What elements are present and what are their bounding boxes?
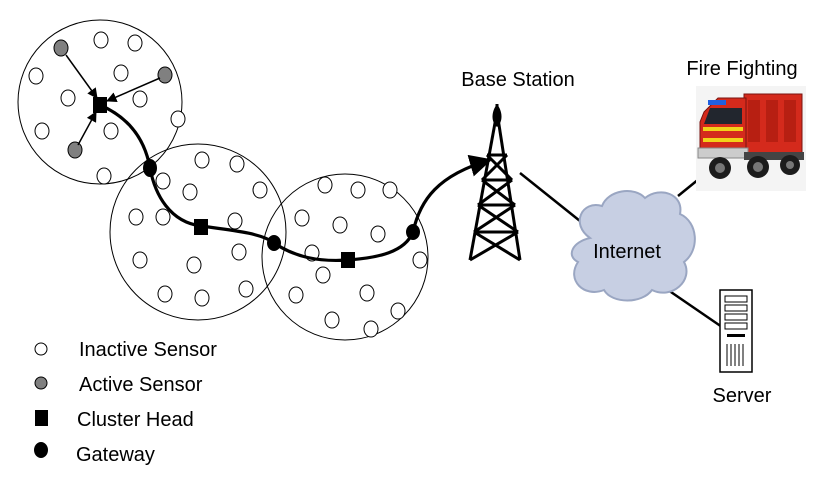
cluster-range-2 bbox=[109, 143, 287, 321]
inactive-sensor bbox=[132, 90, 148, 108]
inactive-sensor bbox=[350, 181, 366, 199]
cluster-head bbox=[93, 97, 107, 113]
inactive-sensor bbox=[96, 167, 112, 185]
inactive-sensor bbox=[315, 266, 331, 284]
inactive-sensor bbox=[252, 181, 268, 199]
legend-cluster-head-label: Cluster Head bbox=[77, 409, 194, 431]
inactive-sensor bbox=[229, 155, 245, 173]
inactive-sensor bbox=[294, 209, 310, 227]
legend-inactive-label: Inactive Sensor bbox=[79, 339, 217, 361]
inactive-sensor bbox=[60, 89, 76, 107]
legend-inactive-symbol bbox=[34, 342, 48, 356]
active-sensor bbox=[67, 141, 83, 159]
inactive-sensor bbox=[132, 251, 148, 269]
inactive-sensor bbox=[324, 311, 340, 329]
inactive-sensor bbox=[103, 122, 119, 140]
internet-label: Internet bbox=[593, 241, 661, 263]
active-links bbox=[65, 54, 161, 146]
fire-fighting-label: Fire Fighting bbox=[686, 58, 797, 80]
fire-truck-icon bbox=[696, 86, 806, 191]
inactive-sensor bbox=[382, 181, 398, 199]
inactive-sensor bbox=[359, 284, 375, 302]
gateway-node bbox=[267, 235, 281, 251]
cluster-range-3 bbox=[261, 173, 429, 341]
inactive-sensor bbox=[93, 31, 109, 49]
gateway-node bbox=[143, 159, 157, 177]
sensor-nodes bbox=[28, 31, 428, 338]
active-sensor bbox=[53, 39, 69, 57]
server-label: Server bbox=[713, 385, 772, 407]
inactive-sensor bbox=[231, 243, 247, 261]
base-station-label: Base Station bbox=[461, 69, 574, 91]
legend: Inactive Sensor Active Sensor Cluster He… bbox=[34, 339, 217, 466]
cloud-icon bbox=[570, 190, 696, 302]
antenna-icon bbox=[492, 104, 502, 127]
inactive-sensor bbox=[370, 225, 386, 243]
inactive-sensor bbox=[227, 212, 243, 230]
link-tower-internet bbox=[519, 172, 586, 226]
inactive-sensor bbox=[170, 110, 186, 128]
inactive-sensor bbox=[182, 183, 198, 201]
inactive-sensor bbox=[34, 122, 50, 140]
inactive-sensor bbox=[317, 176, 333, 194]
inactive-sensor bbox=[194, 151, 210, 169]
legend-gateway-symbol bbox=[34, 442, 48, 458]
inactive-sensor bbox=[113, 64, 129, 82]
inactive-sensor bbox=[363, 320, 379, 338]
tower-icon bbox=[468, 104, 522, 262]
inactive-sensor bbox=[194, 289, 210, 307]
inactive-sensor bbox=[155, 208, 171, 226]
inactive-sensor bbox=[288, 286, 304, 304]
server-icon bbox=[719, 289, 753, 373]
gateway-node bbox=[406, 224, 420, 240]
inactive-sensor bbox=[155, 172, 171, 190]
legend-gateway-label: Gateway bbox=[76, 444, 155, 466]
inactive-sensor bbox=[128, 208, 144, 226]
inactive-sensor bbox=[157, 285, 173, 303]
cluster-range-1 bbox=[17, 19, 183, 185]
legend-active-symbol bbox=[34, 376, 48, 390]
active-sensor bbox=[157, 66, 173, 84]
inactive-sensor bbox=[390, 302, 406, 320]
inactive-sensor bbox=[332, 216, 348, 234]
legend-cluster-head-symbol bbox=[35, 410, 48, 426]
inactive-sensor bbox=[28, 67, 44, 85]
inactive-sensor bbox=[186, 256, 202, 274]
cluster-head bbox=[341, 252, 355, 268]
inactive-sensor bbox=[412, 251, 428, 269]
cluster-head bbox=[194, 219, 208, 235]
inactive-sensor bbox=[127, 34, 143, 52]
link-internet-server bbox=[667, 288, 723, 329]
legend-active-label: Active Sensor bbox=[79, 374, 203, 396]
inactive-sensor bbox=[238, 280, 254, 298]
